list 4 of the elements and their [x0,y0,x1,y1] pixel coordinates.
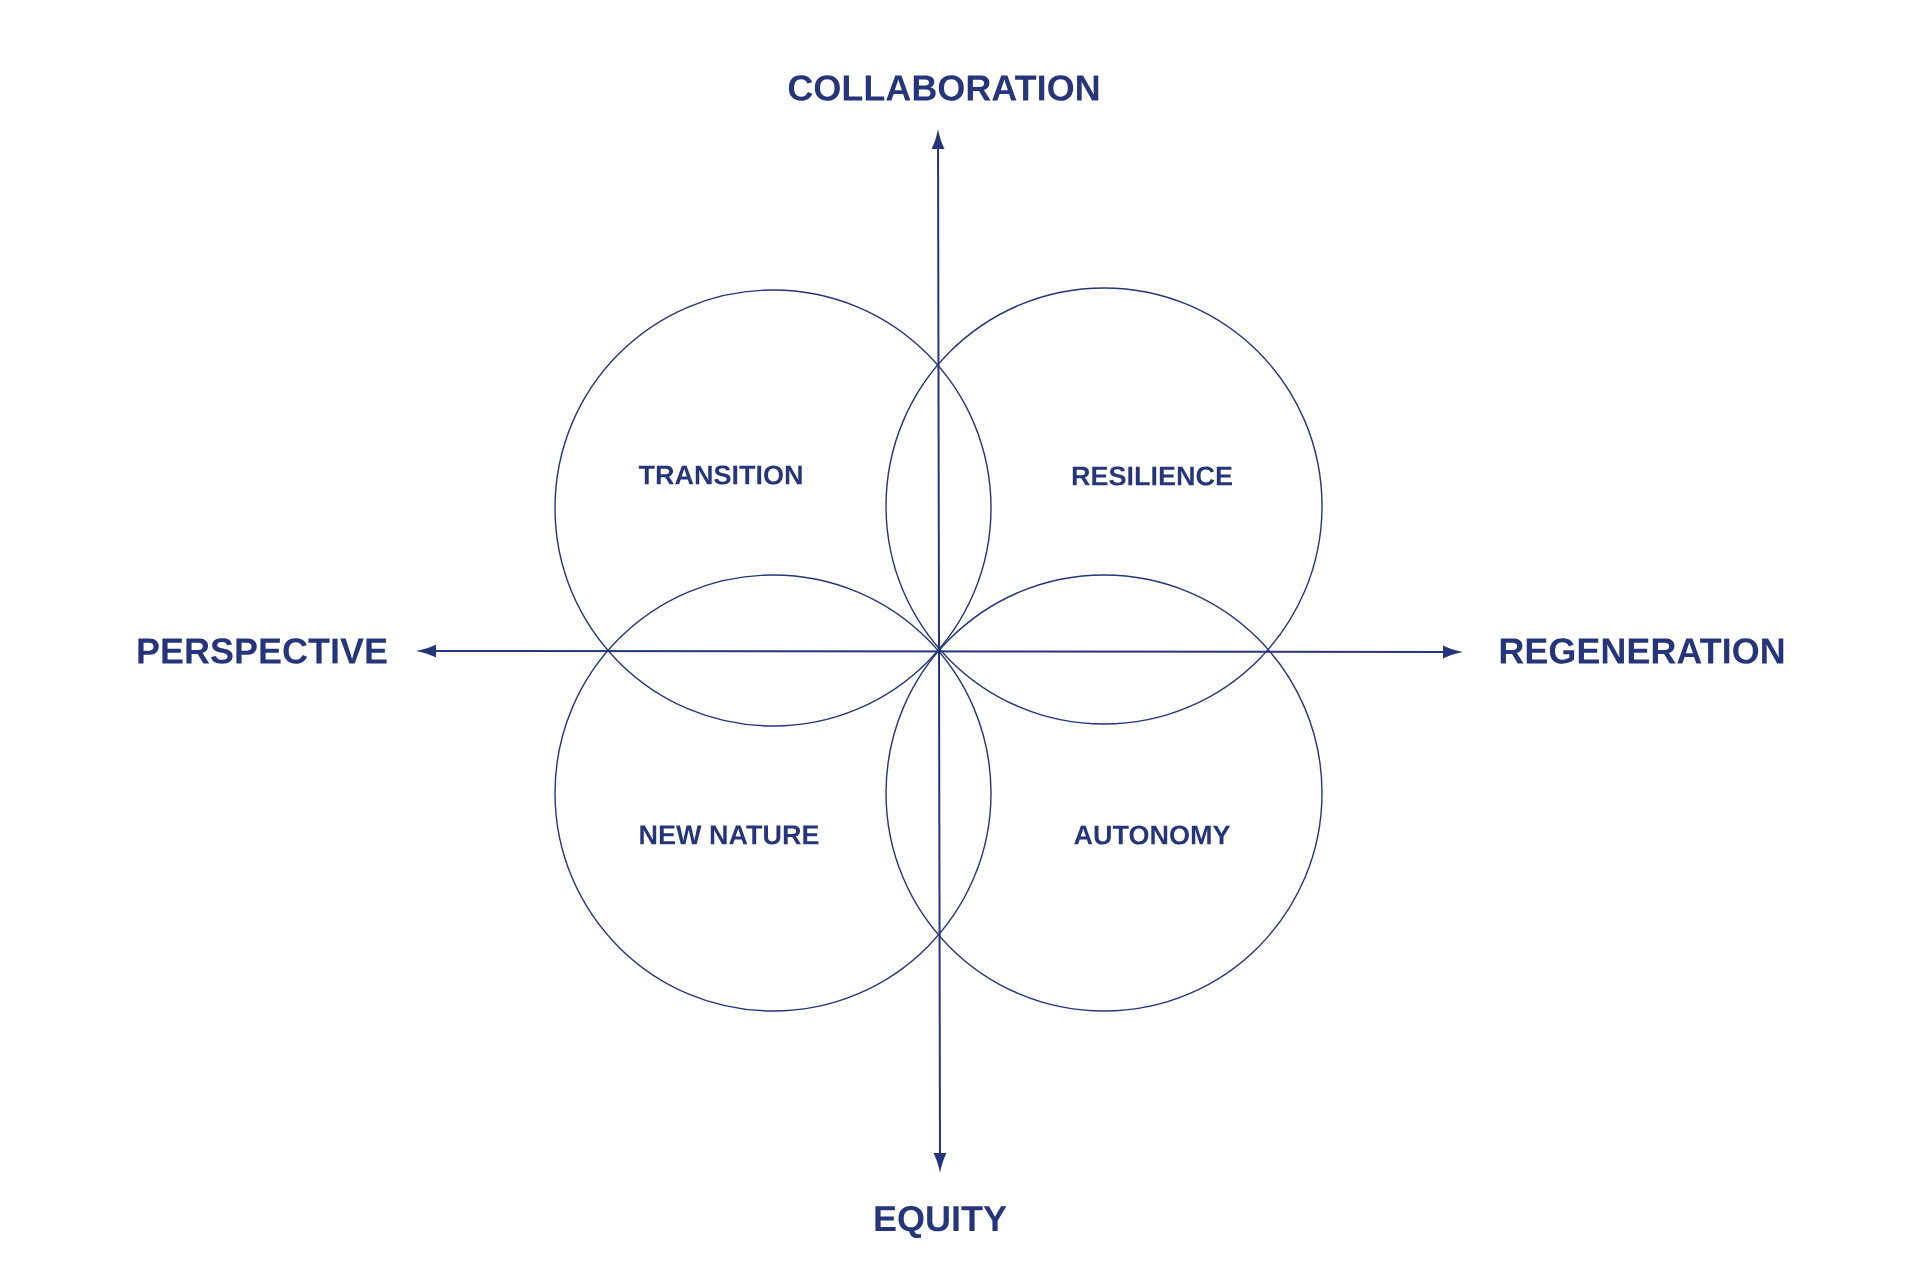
axis-label: REGENERATION [1500,638,1784,664]
axis-label: COLLABORATION [788,75,1099,101]
axis-label: EQUITY [875,1205,1007,1239]
axis-label: PERSPECTIVE [138,638,387,664]
